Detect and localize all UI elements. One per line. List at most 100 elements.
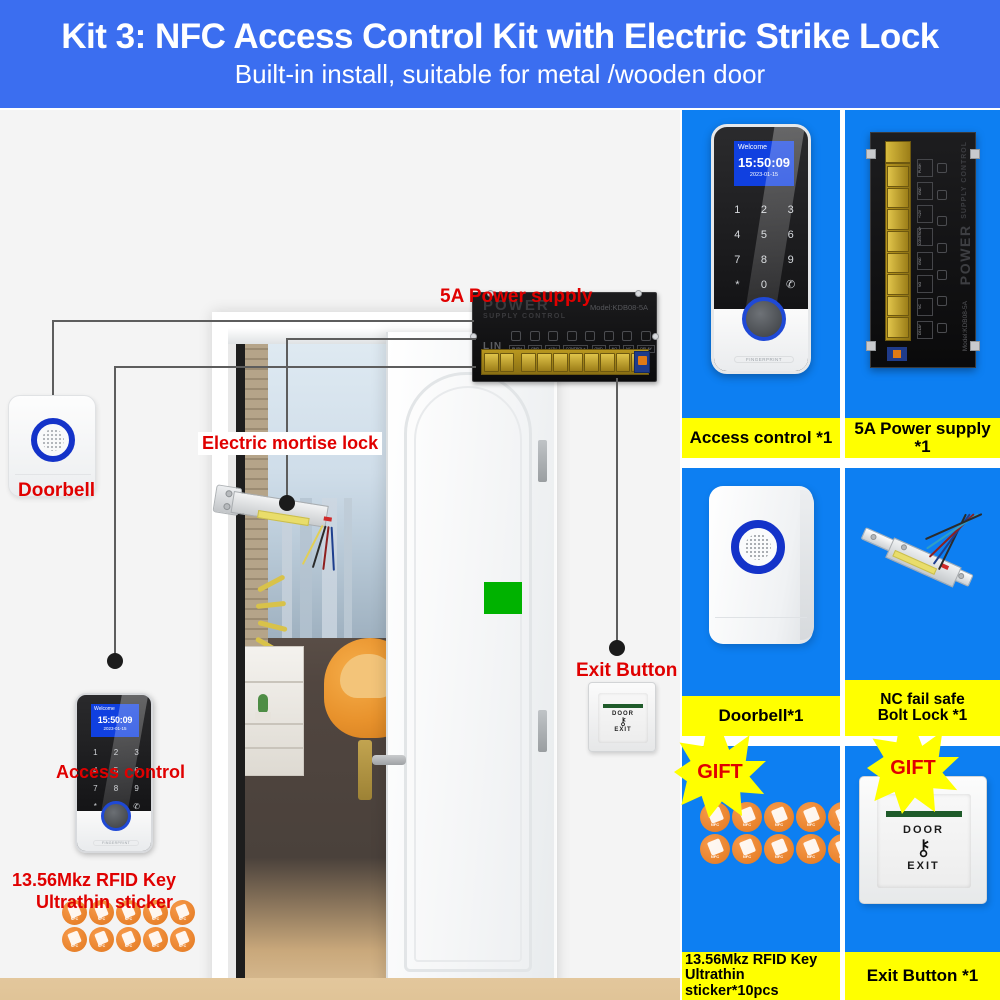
exit-button-face: DOOR ⚷ EXIT	[876, 794, 971, 888]
key: 5	[761, 229, 767, 241]
key: 4	[93, 765, 98, 775]
screen-time: 15:50:09	[97, 715, 133, 725]
gift-label: GIFT	[697, 760, 743, 783]
key: 8	[761, 254, 767, 266]
psu-port-label: +12V	[916, 205, 933, 224]
connector-dot-access-control	[107, 653, 123, 669]
bolt-lock-product	[854, 523, 975, 600]
panel-caption-access-control: Access control *1	[682, 418, 840, 458]
psu-brand: POWER SUPPLY CONTROL	[483, 297, 567, 320]
panel-caption-bolt-lock: NC fail safe Bolt Lock *1	[845, 680, 1000, 736]
key-icon: ⚷	[618, 715, 628, 728]
rfid-tag	[143, 927, 168, 952]
key: 5	[114, 766, 118, 775]
gift-badge-rfid: GIFT	[674, 726, 766, 818]
product-keypad: 1 2 3 4 5 6 7 8 9 * 0 ✆	[724, 197, 804, 297]
lock-wires	[924, 513, 1000, 594]
callout-power-supply: 5A Power supply	[440, 286, 593, 307]
fingerprint-label: FINGERPRINT	[734, 356, 794, 363]
rfid-tag	[143, 900, 168, 925]
psu-relay	[634, 351, 650, 373]
lock-warning-label	[257, 510, 310, 527]
callout-exit-button: Exit Button	[576, 660, 678, 681]
callout-access-control: Access control	[56, 762, 186, 782]
psu-port-label: CONTROL+	[916, 227, 933, 247]
psu-port-label: NC	[916, 297, 933, 316]
panel-exit-button: DOOR ⚷ EXIT Exit Button *1 GIFT	[845, 722, 1000, 1000]
rfid-tag	[62, 927, 87, 952]
door-escutcheon	[358, 740, 372, 800]
door-handle	[372, 755, 406, 765]
psu-port-labels: PUSH GND +12V CONTROL+ GND NO NC DELAY	[916, 159, 933, 339]
exit-button-green-bar	[885, 810, 962, 817]
key: 7	[93, 783, 98, 793]
rfid-tag	[764, 834, 794, 864]
rfid-sticker-grid	[62, 900, 195, 952]
key: *	[93, 801, 97, 811]
psu-port-label: GND	[916, 182, 933, 201]
psu-terminal-small	[884, 141, 911, 163]
screen-date: 2023-01-15	[94, 726, 136, 731]
wire-lock-vertical	[286, 338, 288, 503]
panel-photo-power-supply: POWER SUPPLY CONTROL Model:KDB08-5A PUSH…	[845, 110, 1000, 418]
fingerprint-label: FINGERPRINT	[93, 840, 139, 846]
wire-access-horizontal	[114, 366, 476, 368]
fingerprint-sensor	[101, 801, 131, 831]
gift-label: GIFT	[890, 756, 936, 779]
caption-line-1: NC fail safe	[880, 690, 965, 708]
gift-badge-exit-button: GIFT	[867, 722, 959, 814]
wire-exit-vertical	[616, 378, 618, 648]
green-marker	[484, 582, 522, 614]
key: 1	[734, 203, 741, 216]
doorbell-product	[709, 486, 814, 644]
exit-button-exit-text: EXIT	[907, 859, 940, 872]
psu-port-label: NO	[916, 274, 933, 293]
rfid-tag	[170, 927, 195, 952]
lock-indicator	[323, 516, 333, 522]
door-shadow-edge	[236, 338, 245, 1000]
key: 7	[734, 253, 741, 266]
bell-icon: ✆	[133, 801, 140, 811]
cactus	[258, 694, 268, 714]
access-control-product: Welcome 15:50:09 2023-01-15 1 2 3 4 5 6 …	[711, 124, 811, 374]
rfid-tag	[796, 802, 826, 832]
door-hinge-top	[538, 440, 547, 482]
caption-line-1: 13.56Mkz RFID Key	[685, 952, 818, 969]
rfid-tag	[116, 927, 141, 952]
callout-rfid-line2: Ultrathin sticker	[36, 892, 174, 912]
psu-port-label: DELAY	[916, 320, 933, 339]
psu-lin-text: LIN	[483, 341, 503, 352]
psu-model-text: Model:KDB08-5A	[590, 303, 648, 312]
door-panel-arch	[404, 372, 532, 972]
psu-relay	[886, 347, 907, 361]
key: 2	[761, 204, 767, 216]
psu-icon-row	[511, 331, 651, 341]
key: 9	[134, 783, 139, 793]
psu-terminal-block	[481, 349, 649, 375]
access-control-screen: Welcome 15:50:09 2023-01-15	[91, 704, 139, 737]
exit-button-door-text: DOOR	[612, 710, 634, 717]
power-supply-unit: POWER SUPPLY CONTROL Model:KDB08-5A LIN …	[470, 290, 659, 382]
rfid-tag	[796, 834, 826, 864]
wire-access-vertical	[114, 366, 116, 661]
callout-doorbell: Doorbell	[18, 480, 96, 501]
exit-button-face: DOOR ⚷ EXIT	[598, 693, 648, 743]
panel-photo-bolt-lock	[845, 468, 1000, 680]
wire-lock-horizontal	[286, 338, 476, 340]
psu-brand: POWER SUPPLY CONTROL	[956, 141, 973, 286]
key: 6	[787, 228, 794, 241]
psu-model-text: Model:KDB08-5A	[961, 300, 969, 351]
wood-floor	[0, 978, 680, 1000]
key: 6	[134, 765, 139, 775]
connector-dot-exit-button	[609, 640, 625, 656]
chair-seat	[340, 654, 386, 698]
key: 2	[114, 748, 118, 757]
starburst-icon	[867, 722, 959, 814]
psu-port-label: PUSH	[916, 159, 933, 177]
header-banner: Kit 3: NFC Access Control Kit with Elect…	[0, 0, 1000, 108]
rfid-tag	[732, 834, 762, 864]
rfid-tag	[89, 900, 114, 925]
psu-port-label: GND	[916, 251, 933, 270]
connector-dot-lock	[279, 495, 295, 511]
fingerprint-sensor	[742, 297, 786, 341]
